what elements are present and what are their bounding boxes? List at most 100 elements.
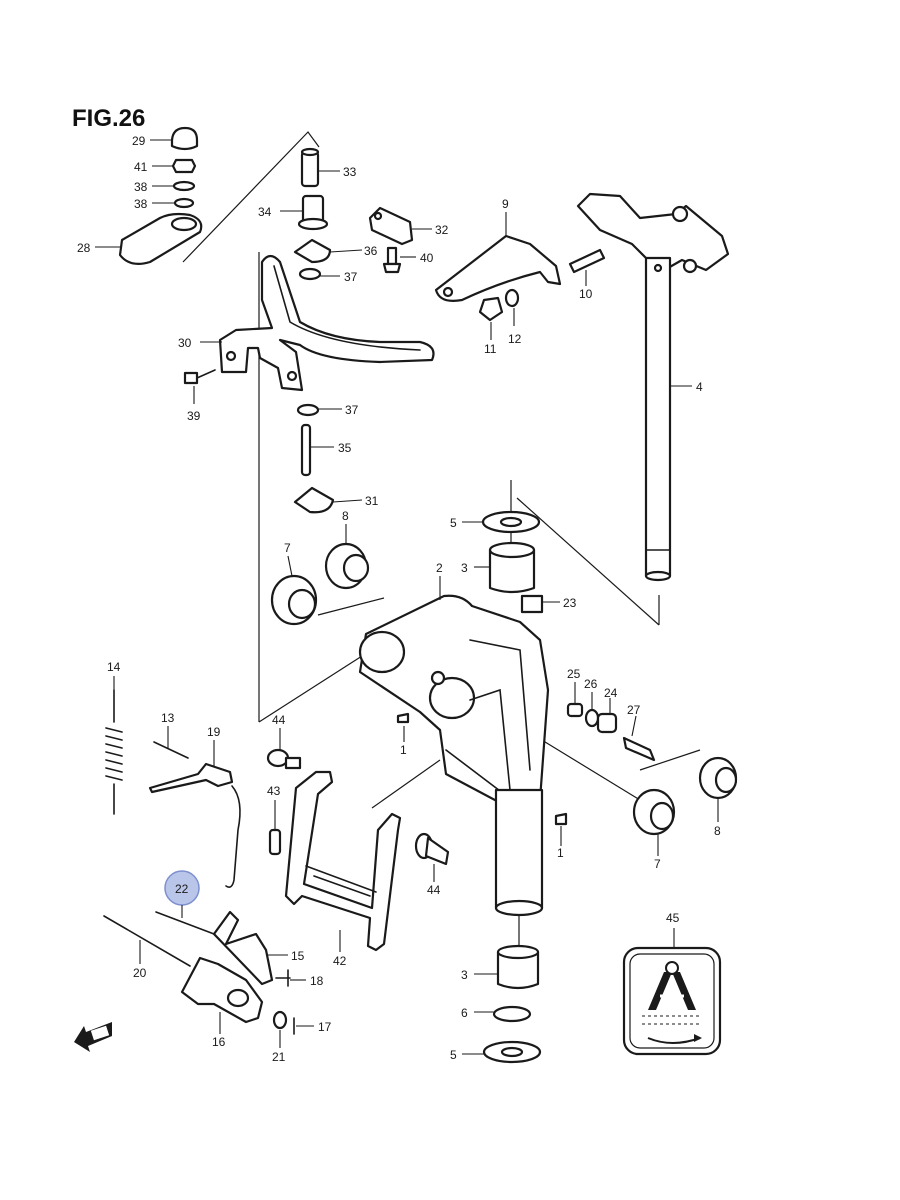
part-41-nut: 41	[134, 158, 197, 174]
part-16-bracket: 16	[180, 956, 264, 1049]
callout-36: 36	[364, 244, 378, 258]
part-45-label-decal: 45	[622, 911, 722, 1056]
callout-44b: 44	[427, 883, 441, 897]
part-21-washer: 21	[272, 1010, 288, 1064]
callout-34: 34	[258, 205, 272, 219]
callout-35: 35	[338, 441, 352, 455]
assembly-guide-lines	[182, 131, 701, 945]
part-5-washer-a: 5	[450, 510, 541, 534]
callout-7a: 7	[284, 541, 291, 555]
callout-38a: 38	[134, 180, 148, 194]
part-30-bracket: 30	[178, 254, 435, 392]
part-31-plate: 31	[293, 486, 379, 514]
callout-26: 26	[584, 677, 598, 691]
part-39-screw: 39	[183, 369, 216, 423]
callout-18: 18	[310, 974, 324, 988]
part-40-bolt: 40	[382, 246, 434, 274]
callout-44a: 44	[272, 713, 286, 727]
forward-direction-arrow-icon	[74, 1022, 112, 1052]
part-42-frame: 42	[284, 770, 402, 968]
callout-8a: 8	[342, 509, 349, 523]
callout-29: 29	[132, 134, 146, 148]
callout-9: 9	[502, 197, 509, 211]
part-28-lever: 28	[77, 212, 203, 265]
callout-4: 4	[696, 380, 703, 394]
callout-11: 11	[484, 342, 497, 356]
part-38-washer-a: 38	[134, 180, 196, 194]
callout-17: 17	[318, 1020, 332, 1034]
part-19-link: 19	[148, 725, 241, 888]
part-38-washer-b: 38	[134, 197, 195, 211]
callout-1a: 1	[400, 743, 407, 757]
part-17-pin: 17	[293, 1017, 332, 1035]
part-11-nut: 11	[478, 296, 504, 356]
part-37-washer-b: 37	[296, 403, 359, 417]
part-37-washer-a: 37	[298, 267, 358, 284]
part-25-spring: 25	[566, 667, 584, 718]
callout-15: 15	[291, 949, 305, 963]
part-12-washer: 12	[504, 288, 522, 346]
part-8-bushing-a: 8	[324, 509, 370, 590]
part-7-bushing-a: 7	[270, 541, 318, 626]
callout-33: 33	[343, 165, 357, 179]
part-5-washer-b: 5	[450, 1040, 542, 1064]
callout-39: 39	[187, 409, 201, 423]
callout-31: 31	[365, 494, 379, 508]
callout-12: 12	[508, 332, 522, 346]
callout-45: 45	[666, 911, 680, 925]
highlight-label: 22	[175, 882, 189, 896]
part-34-bushing: 34	[258, 194, 329, 231]
highlighted-callout-22[interactable]: 22	[164, 870, 200, 918]
part-26-washer: 26	[584, 677, 600, 728]
callout-32: 32	[435, 223, 449, 237]
part-24-plunger: 24	[596, 686, 618, 734]
part-29-cap: 29	[132, 126, 199, 151]
part-35-pin: 35	[300, 423, 352, 477]
callout-5b: 5	[450, 1048, 457, 1062]
callout-38b: 38	[134, 197, 148, 211]
part-18-pin: 18	[275, 969, 324, 988]
callout-7b: 7	[654, 857, 661, 871]
callout-24: 24	[604, 686, 618, 700]
figure-title: FIG.26	[72, 105, 145, 132]
callout-3a: 3	[461, 561, 468, 575]
part-2-swivel-bracket: 2	[358, 561, 550, 917]
part-13-rod: 13	[153, 711, 189, 759]
callout-42: 42	[333, 954, 347, 968]
callout-16: 16	[212, 1035, 226, 1049]
callout-6: 6	[461, 1006, 468, 1020]
part-33-sleeve: 33	[300, 147, 357, 188]
part-1-grease-fitting-b: 1	[554, 812, 568, 860]
callout-2: 2	[436, 561, 443, 575]
callout-30: 30	[178, 336, 192, 350]
part-44-bolt-b: 44	[414, 832, 450, 897]
callout-5a: 5	[450, 516, 457, 530]
callout-14: 14	[107, 660, 121, 674]
part-14-spring: 14	[105, 660, 123, 815]
part-36-plate: 36	[293, 238, 378, 264]
part-27-bolt: 27	[622, 703, 656, 762]
part-20-rod: 20	[103, 915, 191, 980]
part-8-bushing-b: 8	[698, 756, 738, 838]
callout-25: 25	[567, 667, 581, 681]
callout-19: 19	[207, 725, 221, 739]
part-3-bushing-b: 3	[461, 944, 540, 990]
part-15-lever: 15	[212, 910, 305, 986]
callout-37b: 37	[345, 403, 359, 417]
callout-41: 41	[134, 160, 148, 174]
callout-21: 21	[272, 1050, 286, 1064]
part-23-plate: 23	[520, 594, 577, 614]
part-6-washer: 6	[461, 1005, 532, 1023]
part-4-shaft: 4	[576, 192, 730, 582]
part-32-clamp: 32	[368, 206, 449, 246]
part-9-arm: 9	[434, 197, 562, 302]
callout-20: 20	[133, 966, 147, 980]
callout-43: 43	[267, 784, 281, 798]
callout-23: 23	[563, 596, 577, 610]
callout-40: 40	[420, 251, 434, 265]
part-44-bolt-a: 44	[266, 713, 302, 770]
part-43-spring: 43	[267, 784, 282, 856]
callout-1b: 1	[557, 846, 564, 860]
callout-13: 13	[161, 711, 175, 725]
part-22-rod	[155, 911, 215, 935]
